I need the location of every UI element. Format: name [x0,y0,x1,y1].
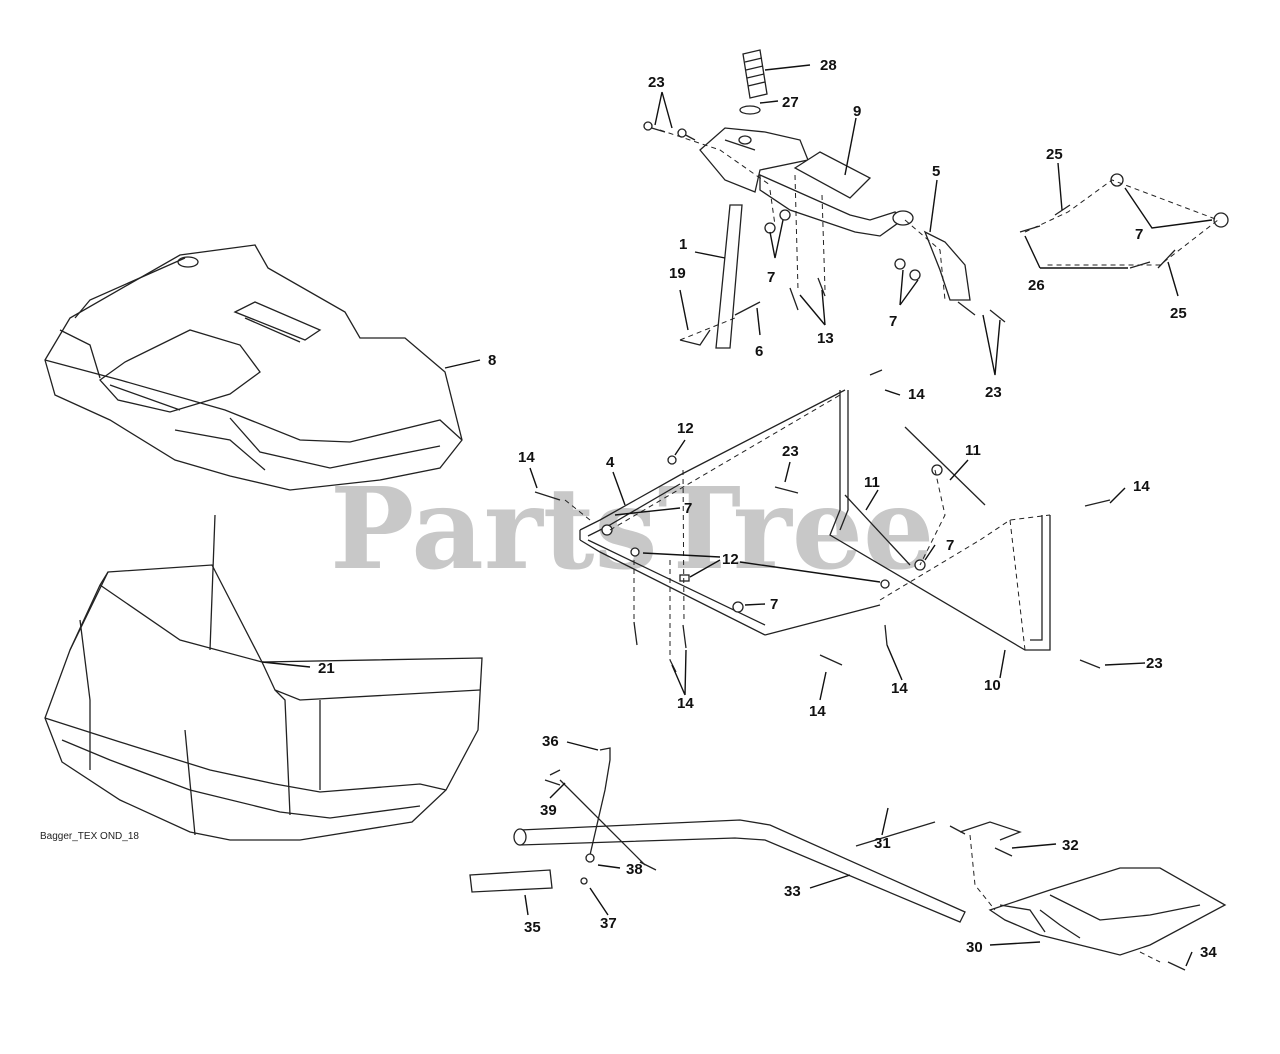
pin-19-part[interactable] [679,329,711,346]
pin-34-part[interactable] [1167,961,1186,971]
callout-30: 30 [966,939,983,956]
grass-bag-part[interactable] [44,514,483,841]
callout-23-b: 23 [985,384,1002,401]
callout-27: 27 [782,94,799,111]
frame-10-part[interactable] [829,390,1051,651]
callout-25-b: 25 [1170,305,1187,322]
handle-rod-part[interactable] [759,173,914,237]
callout-31: 31 [874,835,891,852]
callout-34: 34 [1200,944,1217,961]
dashed-assembly-lines [659,129,1220,341]
callout-7-a: 7 [1135,226,1143,243]
bottom-hardware [580,834,1161,963]
callout-9: 9 [853,103,861,120]
sleeve-35-part[interactable] [469,869,553,893]
diagram-code-text: Bagger_TEX OND_18 [40,831,139,842]
callout-4: 4 [606,454,615,471]
callout-6: 6 [755,343,763,360]
lever-arm-part[interactable] [923,230,971,301]
callout-7-c: 7 [889,313,897,330]
pin-36-part[interactable] [589,747,611,856]
handle-grip-part[interactable] [742,49,768,99]
callout-10: 10 [984,677,1001,694]
callout-7-b: 7 [767,269,775,286]
callout-23-a: 23 [648,74,665,91]
callout-1: 1 [679,236,687,253]
handle-cover-part[interactable] [793,151,872,199]
callout-32: 32 [1062,837,1079,854]
handle-bracket-part[interactable] [699,127,809,193]
callout-35: 35 [524,919,541,936]
callout-14-f: 14 [891,680,908,697]
callout-12-a: 12 [677,420,694,437]
leader-lines [261,64,1213,967]
callout-25-a: 25 [1046,146,1063,163]
callout-26: 26 [1028,277,1045,294]
callout-7-f: 7 [770,596,778,613]
callout-28: 28 [820,57,837,74]
callout-11-a: 11 [965,442,981,459]
callout-14-b: 14 [518,449,535,466]
callout-36: 36 [542,733,559,750]
callout-14-e: 14 [809,703,826,720]
callout-33: 33 [784,883,801,900]
callout-8: 8 [488,352,496,369]
rod-11-part[interactable] [844,494,911,566]
washer-27-part[interactable] [739,105,761,115]
callout-7-e: 7 [946,537,954,554]
callout-12-b: 12 [722,551,739,568]
lift-plate-30-part[interactable] [988,867,1227,956]
callout-11-b: 11 [864,474,880,491]
callout-19: 19 [669,265,686,282]
callout-14-d: 14 [677,695,694,712]
callout-14-c: 14 [1133,478,1150,495]
callout-37: 37 [600,915,617,932]
bag-lid-part[interactable] [44,244,463,491]
watermark-text: PartsTree [330,464,934,595]
rod-31-part[interactable] [855,821,936,847]
callout-23-c: 23 [782,443,799,460]
callout-7-d: 7 [684,500,692,517]
callout-14-a: 14 [908,386,925,403]
callout-23-d: 23 [1146,655,1163,672]
hardware-group [643,121,1229,323]
frame-dashed-lines [564,394,1051,660]
spring-39-part[interactable] [544,769,657,871]
lift-rod-33-part[interactable] [513,819,966,923]
callout-labels: 28 23 27 9 25 5 7 1 19 7 26 25 6 13 7 23… [318,57,1217,961]
spring-32-part[interactable] [949,821,1022,857]
callout-38: 38 [626,861,643,878]
pin-6-part[interactable] [734,301,761,316]
callout-5: 5 [932,163,940,180]
callout-13: 13 [817,330,834,347]
callout-21: 21 [318,660,335,677]
tube-1-part[interactable] [715,204,743,349]
callout-39: 39 [540,802,557,819]
rod-11b-part[interactable] [904,426,986,506]
